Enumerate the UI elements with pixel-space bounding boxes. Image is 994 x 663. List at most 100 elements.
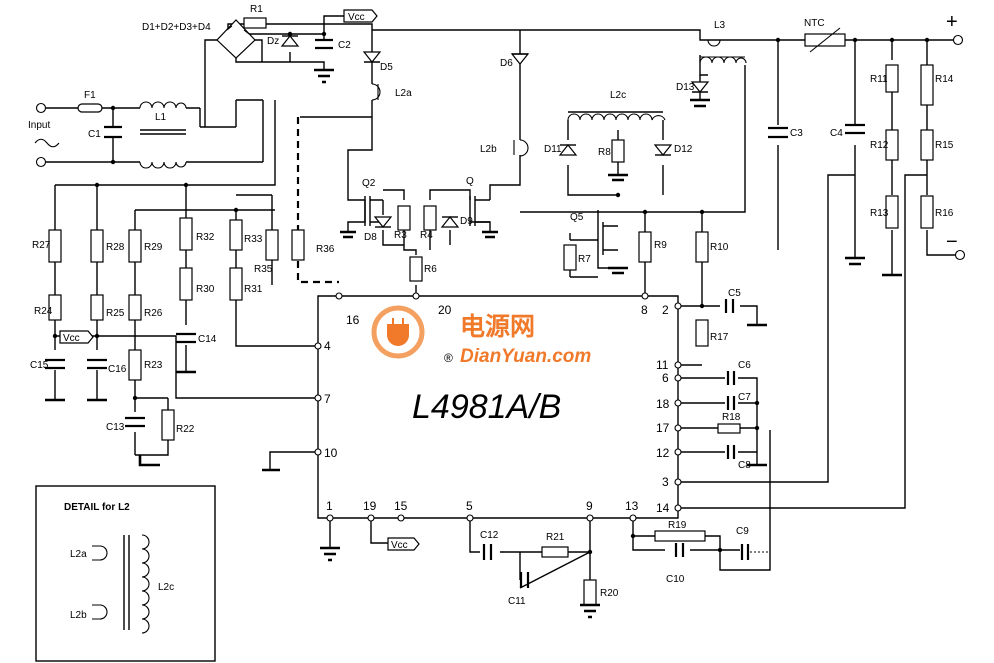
- label-c6: C6: [738, 360, 751, 371]
- pin-17: 17: [656, 421, 670, 435]
- label-r13: R13: [870, 208, 889, 219]
- pin-9: 9: [586, 499, 593, 513]
- vcc-flag-label: Vcc: [391, 540, 408, 551]
- label-r1: R1: [250, 4, 263, 15]
- label-c9: C9: [736, 526, 749, 537]
- pin-10: 10: [324, 446, 338, 460]
- label-r6: R6: [424, 264, 437, 275]
- label-r7: R7: [578, 254, 591, 265]
- ic-pin-markers: [314, 292, 682, 522]
- components: [45, 17, 934, 606]
- label-d12: D12: [674, 144, 693, 155]
- pin-16: 16: [346, 313, 360, 327]
- label-r24: R24: [34, 306, 53, 317]
- label-r33: R33: [244, 234, 263, 245]
- label-r19: R19: [668, 520, 687, 531]
- vcc-flag-label: Vcc: [348, 12, 365, 23]
- diode: [510, 53, 530, 65]
- label-c11: C11: [508, 596, 526, 607]
- label-r17: R17: [710, 332, 729, 343]
- pin-3: 3: [662, 475, 669, 489]
- mosfet-q: [469, 196, 490, 226]
- label-r21: R21: [546, 532, 565, 543]
- label-c7: C7: [738, 392, 751, 403]
- vcc-flag-label: Vcc: [63, 333, 80, 344]
- label-r16: R16: [935, 208, 954, 219]
- label-c1: C1: [88, 129, 101, 140]
- label-r12: R12: [870, 140, 889, 151]
- label-q: Q: [466, 176, 474, 187]
- common-mode-choke: [139, 101, 187, 169]
- pin-12: 12: [656, 446, 670, 460]
- fuse: [77, 103, 103, 113]
- pin-19: 19: [363, 499, 377, 513]
- pin-5: 5: [466, 499, 473, 513]
- input-label: Input: [28, 120, 50, 131]
- mosfet-q2: [364, 196, 383, 226]
- label-r27: R27: [32, 240, 51, 251]
- label-f1: F1: [84, 90, 96, 101]
- label-c5: C5: [728, 288, 741, 299]
- label-c12: C12: [480, 530, 499, 541]
- label-d5: D5: [380, 62, 393, 73]
- label-l2a: L2a: [395, 88, 412, 99]
- label-c16: C16: [108, 364, 127, 375]
- label-d13: D13: [676, 82, 695, 93]
- label-c14: C14: [198, 334, 217, 345]
- label-dz: Dz: [267, 36, 279, 47]
- detail-title: DETAIL for L2: [64, 502, 130, 513]
- label-r18: R18: [722, 412, 741, 423]
- label-r36: R36: [316, 244, 335, 255]
- pin-18: 18: [656, 397, 670, 411]
- output-minus-terminal: −: [946, 231, 958, 253]
- output-plus-terminal: +: [946, 11, 958, 33]
- label-d11: D11: [544, 144, 562, 155]
- label-r8: R8: [598, 147, 611, 158]
- label-r30: R30: [196, 284, 215, 295]
- label-r15: R15: [935, 140, 954, 151]
- label-q5: Q5: [570, 212, 584, 223]
- label-r23: R23: [144, 360, 163, 371]
- label-r26: R26: [144, 308, 163, 319]
- ntc-label: NTC: [804, 18, 825, 29]
- pin-8: 8: [641, 303, 648, 317]
- ground-symbols: [45, 68, 902, 619]
- pin-11: 11: [656, 358, 669, 372]
- pin-15: 15: [394, 499, 408, 513]
- label-l2c: L2c: [610, 90, 626, 101]
- label-d9: D9: [460, 216, 473, 227]
- label-r14: R14: [935, 74, 954, 85]
- label-r25: R25: [106, 308, 125, 319]
- pin-4: 4: [324, 339, 331, 353]
- label-r35: R35: [254, 264, 273, 275]
- label-r31: R31: [244, 284, 263, 295]
- label-r11: R11: [870, 74, 888, 85]
- watermark-en: DianYuan.com: [460, 346, 591, 367]
- labels: L4981A/B D1+D2+D3+D4 Input NTC + − Vcc V…: [28, 4, 958, 621]
- watermark-registered: ®: [444, 351, 453, 365]
- label-l3: L3: [714, 20, 726, 31]
- label-c15: C15: [30, 360, 49, 371]
- pin-7: 7: [324, 392, 331, 406]
- label-d8: D8: [364, 232, 377, 243]
- pin-14: 14: [656, 501, 670, 515]
- label-r4: R4: [420, 230, 433, 241]
- label-r22: R22: [176, 424, 195, 435]
- detail-for-l2-box: [35, 485, 216, 662]
- label-l2b: L2b: [480, 144, 497, 155]
- label-r3: R3: [394, 230, 407, 241]
- pin-2: 2: [662, 303, 669, 317]
- label-r10: R10: [710, 242, 729, 253]
- label-c10: C10: [666, 574, 685, 585]
- label-r29: R29: [144, 242, 163, 253]
- label-r9: R9: [654, 240, 667, 251]
- label-q2: Q2: [362, 178, 376, 189]
- vcc-flags: [59, 9, 420, 551]
- detail-l2a: L2a: [70, 549, 87, 560]
- diode: [362, 51, 382, 63]
- label-c4: C4: [830, 128, 843, 139]
- io-terminals: [34, 34, 966, 261]
- junctions: [52, 31, 930, 555]
- watermark-cn: 电源网: [460, 313, 535, 341]
- pin-6: 6: [662, 371, 669, 385]
